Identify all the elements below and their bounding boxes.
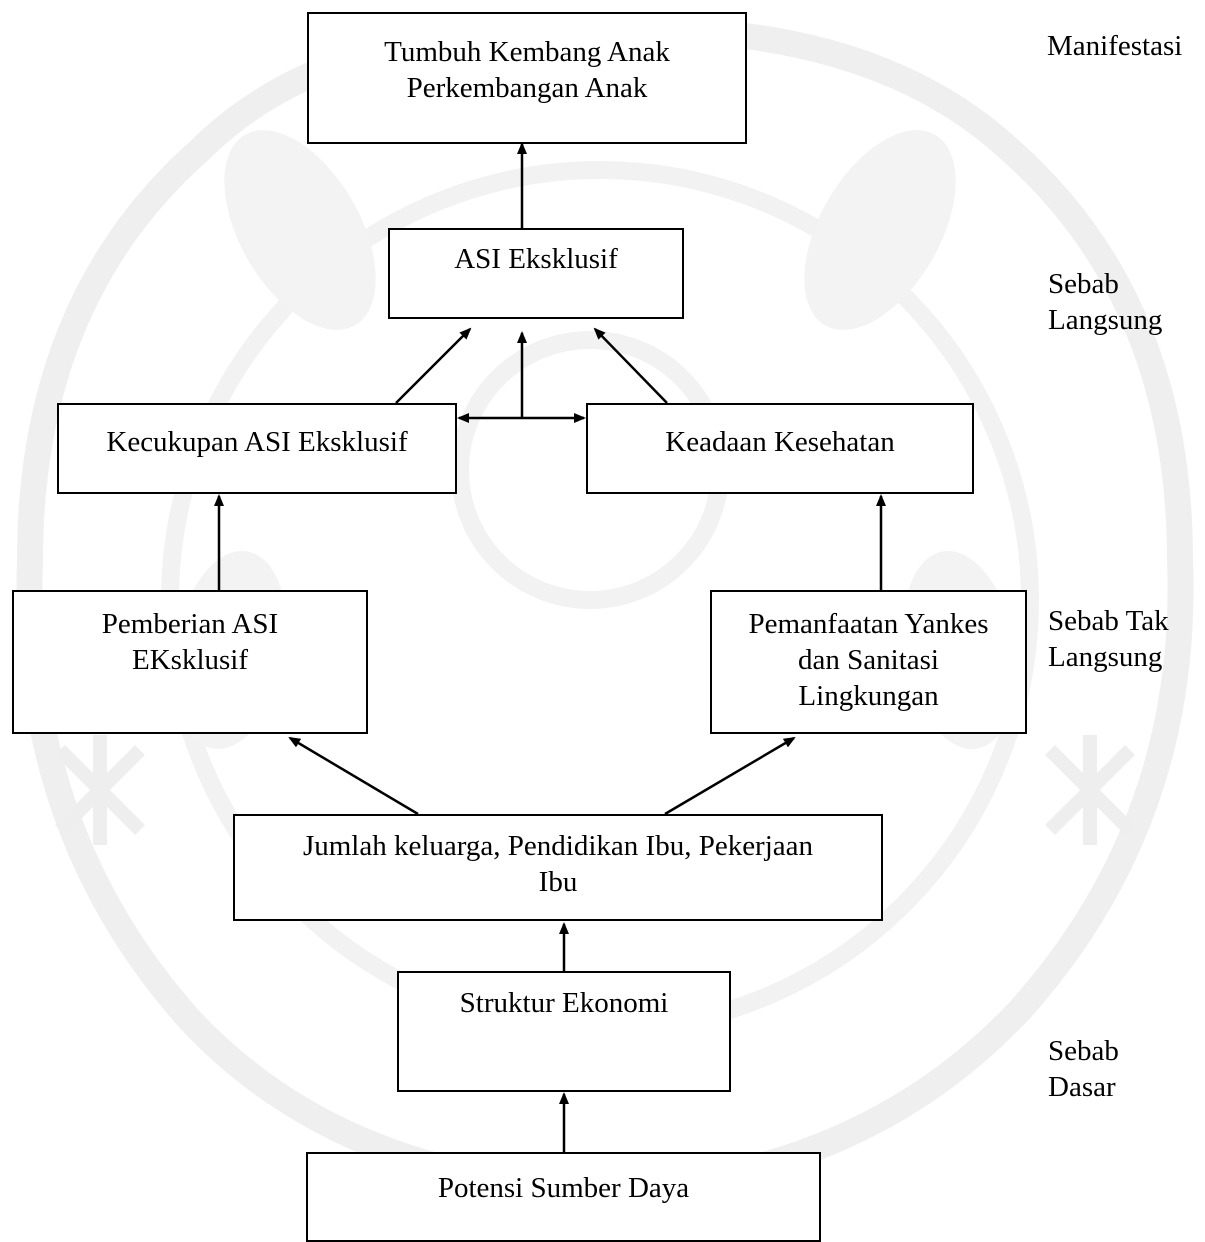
box-pemanfaatan-line3: Lingkungan	[798, 680, 939, 712]
arrow-kecukupan-to-asi	[395, 327, 472, 404]
box-tumbuh-kembang-anak: Tumbuh Kembang Anak Perkembangan Anak	[307, 12, 747, 144]
box-potensi-sumber-daya: Potensi Sumber Daya	[306, 1152, 821, 1242]
arrow-jumlah-to-pemberian	[288, 736, 419, 816]
box-struktur-line1: Struktur Ekonomi	[459, 987, 669, 1019]
box-potensi-line1: Potensi Sumber Daya	[437, 1172, 690, 1204]
box-pemberian-asi-eksklusif: Pemberian ASI EKsklusif	[12, 590, 368, 734]
level-dasar-line2: Dasar	[1048, 1071, 1116, 1103]
box-keadaan-line1: Keadaan Kesehatan	[665, 426, 895, 458]
level-tak-langsung-line1: Sebab Tak	[1048, 605, 1169, 637]
box-pemanfaatan-yankes: Pemanfaatan Yankes dan Sanitasi Lingkung…	[710, 590, 1027, 734]
box-kecukupan-asi-eksklusif: Kecukupan ASI Eksklusif	[57, 403, 457, 494]
arrow-jumlah-to-pemanfaatan	[664, 736, 796, 816]
box-jumlah-line1: Jumlah keluarga, Pendidikan Ibu, Pekerja…	[302, 830, 814, 862]
box-keadaan-kesehatan: Keadaan Kesehatan	[586, 403, 974, 494]
box-kecukupan-line1: Kecukupan ASI Eksklusif	[106, 426, 408, 458]
box-struktur-ekonomi: Struktur Ekonomi	[397, 971, 731, 1092]
box-pemanfaatan-line2: dan Sanitasi	[798, 644, 939, 676]
arrow-keadaan-to-asi	[593, 327, 668, 404]
box-jumlah-line2: Ibu	[538, 866, 578, 898]
level-dasar-line1: Sebab	[1048, 1035, 1119, 1067]
level-sebab-langsung: Sebab Langsung	[1048, 266, 1162, 338]
box-tumbuh-line1: Tumbuh Kembang Anak	[384, 36, 670, 68]
level-sebab-tak-langsung: Sebab Tak Langsung	[1048, 603, 1169, 675]
level-langsung-line1: Sebab	[1048, 268, 1119, 300]
level-langsung-line2: Langsung	[1048, 304, 1163, 336]
box-pemberian-line1: Pemberian ASI	[101, 608, 279, 640]
box-asi-line1: ASI Eksklusif	[454, 243, 618, 275]
level-sebab-dasar: Sebab Dasar	[1048, 1033, 1119, 1105]
box-tumbuh-line2: Perkembangan Anak	[406, 72, 648, 104]
level-manifestasi-line1: Manifestasi	[1047, 30, 1183, 62]
level-manifestasi: Manifestasi	[1047, 28, 1182, 64]
level-tak-langsung-line2: Langsung	[1048, 641, 1163, 673]
box-asi-eksklusif: ASI Eksklusif	[388, 228, 684, 319]
box-jumlah-keluarga: Jumlah keluarga, Pendidikan Ibu, Pekerja…	[233, 814, 883, 921]
box-pemanfaatan-line1: Pemanfaatan Yankes	[748, 608, 989, 640]
box-pemberian-line2: EKsklusif	[132, 644, 248, 676]
